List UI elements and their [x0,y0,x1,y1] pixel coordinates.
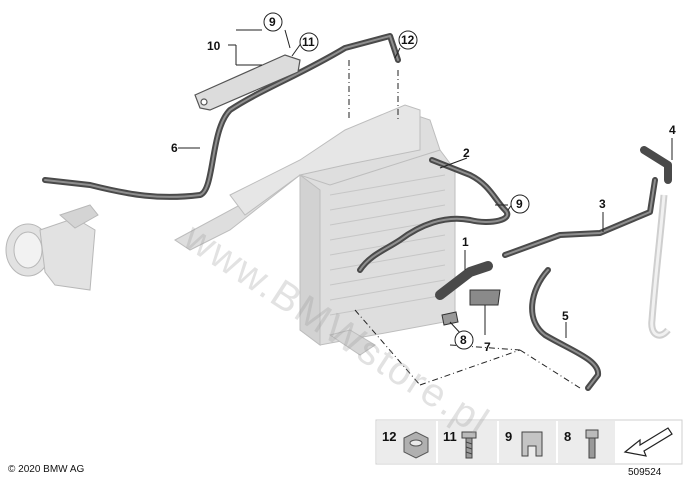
svg-text:7: 7 [484,340,491,354]
svg-text:1: 1 [462,235,469,249]
intercooler-fins [329,174,446,316]
diagram-id: 509524 [628,467,662,478]
callout-9-right[interactable]: 9 [510,194,530,214]
svg-text:3: 3 [599,197,606,211]
callout-6[interactable]: 6 [171,141,178,155]
hex-nut-icon [403,431,429,459]
svg-text:2: 2 [463,146,470,160]
assembly-lines [348,60,581,389]
svg-text:5: 5 [562,309,569,323]
svg-text:9: 9 [269,15,276,29]
callout-3[interactable]: 3 [599,197,606,211]
svg-text:6: 6 [171,141,178,155]
legend-strip: 12 11 9 [375,419,683,465]
copyright-text: © 2020 BMW AG [8,464,85,475]
callout-12[interactable]: 12 [398,30,418,50]
svg-text:11: 11 [302,35,315,49]
svg-text:9: 9 [516,197,523,211]
small-bolt-8 [441,311,459,326]
svg-text:8: 8 [460,333,467,347]
svg-text:8: 8 [564,429,571,444]
legend-item-11[interactable]: 11 [438,421,499,463]
svg-text:12: 12 [382,429,396,444]
callout-1[interactable]: 1 [462,235,469,249]
svg-text:9: 9 [505,429,512,444]
right-hose-ghost [648,194,671,339]
callout-9-top[interactable]: 9 [263,12,283,32]
callout-2[interactable]: 2 [463,146,470,160]
right-hose-ghost-inner [650,194,670,337]
bracket-10 [194,54,301,111]
small-bracket-7 [469,289,501,306]
svg-text:11: 11 [443,429,457,444]
pipes [42,33,672,391]
callout-4[interactable]: 4 [669,123,676,137]
callout-11[interactable]: 11 [299,32,319,52]
svg-text:12: 12 [401,33,415,47]
legend-item-12[interactable]: 12 [377,421,438,463]
valve-1 [435,261,493,300]
callout-10[interactable]: 10 [207,39,221,53]
screw-icon [461,431,477,459]
arrow-down-left-icon [617,421,681,463]
clip-icon [521,431,543,457]
bolt-icon [585,429,599,459]
callout-7[interactable]: 7 [484,340,491,354]
intercooler-ghost [174,104,456,356]
legend-item-8[interactable]: 8 [558,421,617,463]
air-duct-ghost [5,204,99,291]
callout-8[interactable]: 8 [454,330,474,350]
pipe-4 [640,146,672,184]
pipe-3 [502,177,658,258]
callout-5[interactable]: 5 [562,309,569,323]
svg-text:4: 4 [669,123,676,137]
svg-text:10: 10 [207,39,221,53]
pipe-5 [529,267,601,391]
legend-item-9[interactable]: 9 [499,421,558,463]
